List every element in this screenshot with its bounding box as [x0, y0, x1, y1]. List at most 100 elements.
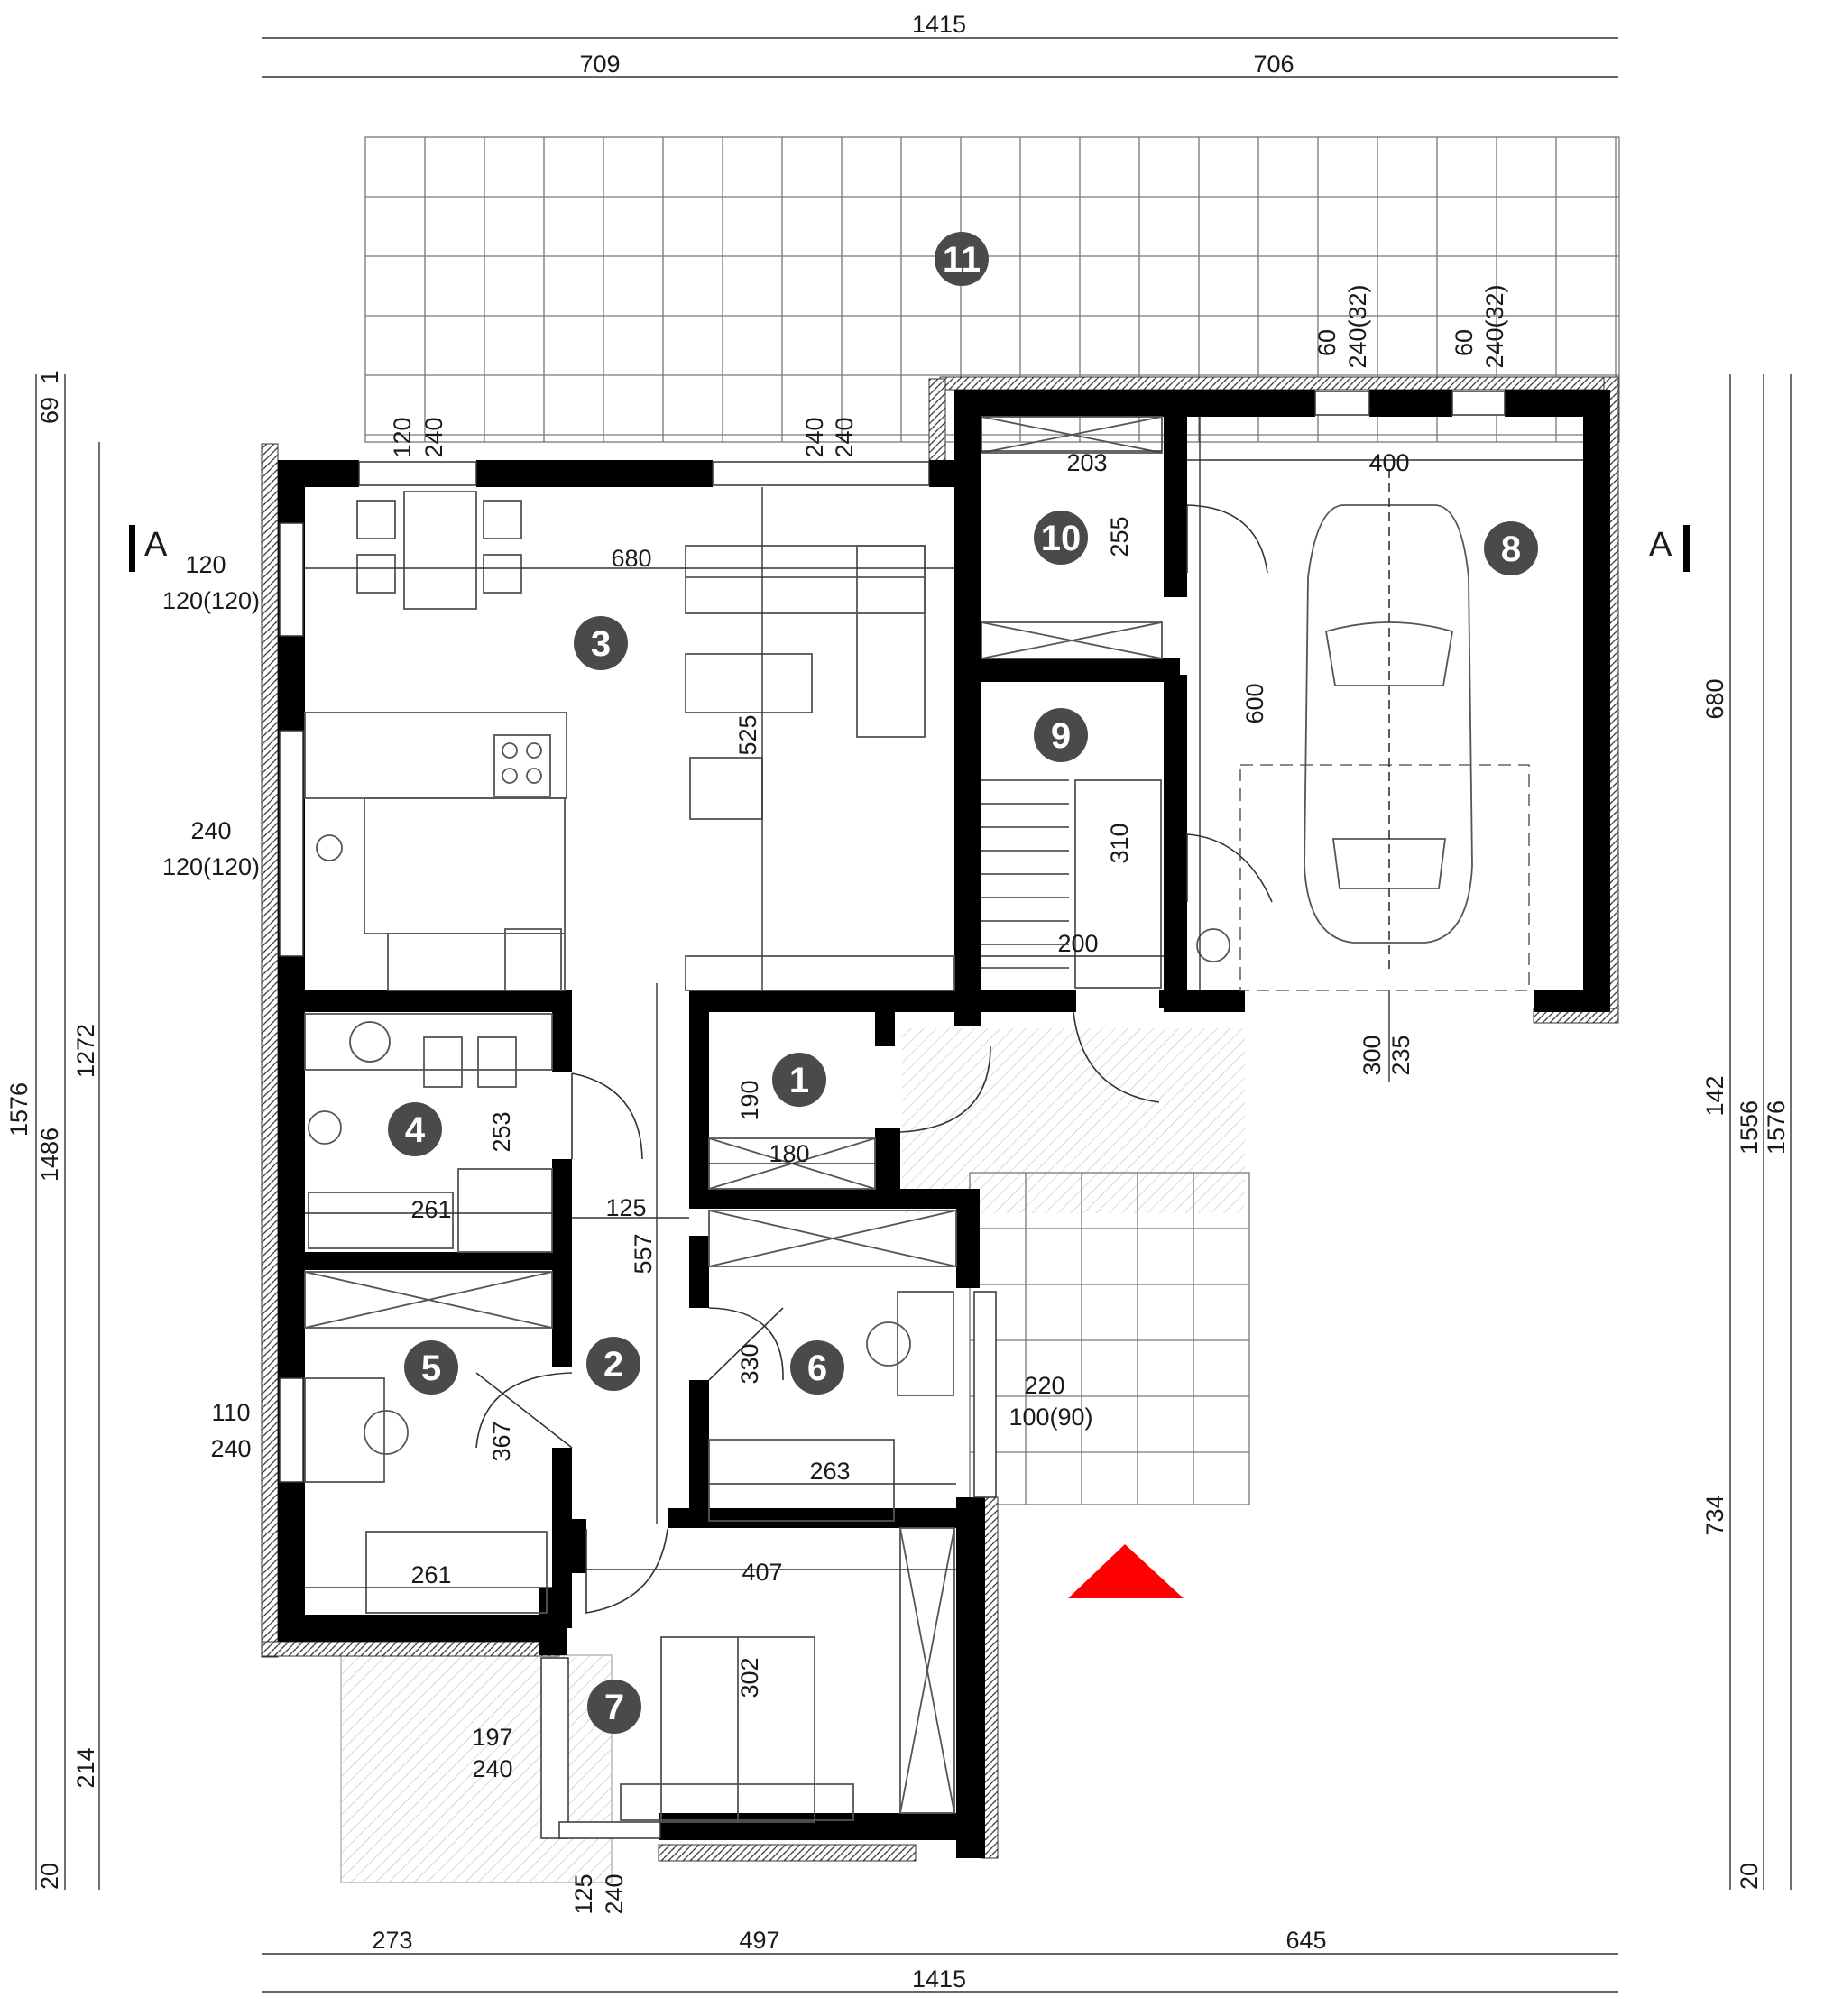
svg-text:1: 1: [789, 1061, 809, 1100]
room-label-5: 5: [404, 1340, 458, 1395]
entrance-marker-icon: [1068, 1544, 1184, 1598]
dim-bottom-total: 1415: [912, 1965, 966, 1993]
walls: [278, 390, 1610, 1858]
svg-text:3: 3: [591, 624, 611, 664]
svg-text:10: 10: [1041, 519, 1082, 558]
dim-right-1576: 1576: [1763, 1100, 1790, 1155]
dim-right-142: 142: [1701, 1075, 1728, 1116]
dim-r3-680: 680: [611, 545, 651, 572]
exterior-dim-lines: [35, 37, 1792, 1993]
dim-win-l1-a: 120: [185, 551, 226, 578]
dim-r3-525: 525: [734, 714, 761, 755]
dim-r9-200: 200: [1057, 930, 1098, 957]
svg-text:2: 2: [603, 1345, 623, 1385]
svg-text:4: 4: [405, 1110, 426, 1150]
doors: [475, 504, 1273, 1614]
dim-r4-261: 261: [410, 1196, 451, 1223]
dim-left-69: 69: [36, 397, 63, 424]
dim-r10-203: 203: [1066, 449, 1107, 476]
dim-r1-180: 180: [769, 1140, 809, 1167]
dim-win-top2-a: 240: [801, 417, 828, 457]
dim-r2-367: 367: [488, 1421, 515, 1461]
dim-r6-263: 263: [809, 1458, 850, 1485]
dim-win-l7-a: 197: [472, 1724, 512, 1751]
dim-right-20: 20: [1736, 1863, 1763, 1890]
svg-text:A: A: [1649, 526, 1672, 564]
svg-text:11: 11: [943, 240, 981, 280]
dim-win-l7-b: 240: [472, 1755, 512, 1782]
dim-win-l5-b: 240: [210, 1435, 251, 1462]
room-label-9: 9: [1034, 708, 1088, 762]
dim-r8-400: 400: [1368, 449, 1409, 476]
dim-r8-235: 235: [1387, 1035, 1414, 1075]
dim-gar-240-b: 240(32): [1481, 284, 1508, 368]
dim-win-r6-b: 100(90): [1009, 1404, 1092, 1431]
svg-text:A: A: [144, 526, 168, 564]
dim-r7-407: 407: [742, 1559, 782, 1586]
dim-win-r6-a: 220: [1024, 1372, 1064, 1399]
dim-win-l1-b: 120(120): [162, 587, 260, 614]
svg-text:6: 6: [807, 1349, 827, 1388]
windows: [279, 391, 1506, 1839]
dim-gar-60-a: 60: [1313, 329, 1340, 356]
dim-r8-600: 600: [1241, 683, 1268, 723]
dim-right-734: 734: [1701, 1495, 1728, 1535]
dim-left-inner: 1272: [72, 1024, 99, 1078]
dim-top-right: 706: [1253, 51, 1294, 78]
room-labels: 1 2 3 4 5 6 7 8 9 10 11: [388, 232, 1538, 1734]
svg-text:9: 9: [1051, 716, 1071, 756]
dim-left-1: 1: [36, 370, 63, 383]
dim-r1-190: 190: [736, 1080, 763, 1120]
dim-gar-240-a: 240(32): [1344, 284, 1371, 368]
dim-left-20: 20: [36, 1863, 63, 1890]
interior-dim-lines: [303, 417, 1583, 1588]
dim-bottom-2: 497: [739, 1927, 779, 1954]
dim-r9-310: 310: [1106, 823, 1133, 863]
dim-r5-261: 261: [410, 1561, 451, 1588]
dim-win-top2-b: 240: [831, 417, 858, 457]
dim-left-mid: 1486: [36, 1128, 63, 1182]
room-label-4: 4: [388, 1102, 442, 1156]
furniture: [304, 416, 1530, 1823]
dim-r7-302: 302: [736, 1657, 763, 1698]
dim-r2-125: 125: [605, 1194, 646, 1221]
svg-text:5: 5: [421, 1349, 441, 1388]
dim-r4-253: 253: [488, 1111, 515, 1152]
insulation: [261, 376, 1619, 1862]
dim-win-top1-b: 240: [420, 417, 447, 457]
room-label-2: 2: [586, 1337, 640, 1391]
room-label-3: 3: [574, 616, 628, 670]
dim-right-680: 680: [1701, 678, 1728, 719]
dim-bot-125: 125: [570, 1873, 597, 1914]
dim-left-outer: 1576: [5, 1082, 32, 1137]
dim-bottom-1: 273: [372, 1927, 412, 1954]
section-marker-left: A: [129, 525, 168, 572]
room-label-10: 10: [1034, 511, 1088, 565]
room-label-11: 11: [935, 232, 989, 286]
dim-win-l2-a: 240: [190, 817, 231, 844]
room-label-1: 1: [772, 1053, 826, 1107]
section-marker-right: A: [1649, 525, 1690, 572]
dim-bot-240: 240: [601, 1873, 628, 1914]
dim-bottom-3: 645: [1285, 1927, 1326, 1954]
dim-r6-330: 330: [736, 1343, 763, 1384]
dim-r10-255: 255: [1106, 516, 1133, 557]
room-label-7: 7: [587, 1680, 641, 1734]
dim-left-214: 214: [72, 1747, 99, 1788]
dim-r8-300: 300: [1359, 1035, 1386, 1075]
dim-top-left: 709: [579, 51, 620, 78]
svg-text:8: 8: [1501, 529, 1521, 569]
entrance-terrace: [902, 1028, 1250, 1505]
dim-r2-557: 557: [630, 1233, 657, 1274]
dim-win-l2-b: 120(120): [162, 853, 260, 880]
room-label-6: 6: [790, 1340, 844, 1395]
dim-top-total: 1415: [912, 11, 966, 38]
dim-win-top1-a: 120: [389, 417, 416, 457]
room-label-8: 8: [1484, 521, 1538, 575]
svg-text:7: 7: [604, 1688, 624, 1727]
dim-gar-60-b: 60: [1451, 329, 1478, 356]
dimension-labels: 1415 709 706 273 497 645 1415 1576 1486 …: [5, 11, 1790, 1993]
dim-right-1556: 1556: [1736, 1100, 1763, 1155]
dim-win-l5-a: 110: [211, 1399, 250, 1426]
